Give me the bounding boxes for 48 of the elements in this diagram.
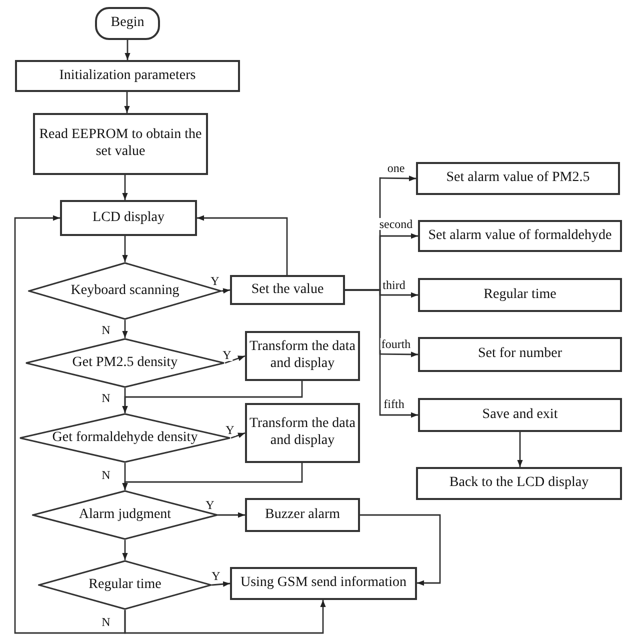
edge-label: Y: [210, 570, 222, 582]
edge-label: Y: [222, 349, 232, 361]
process-box: Set the value: [230, 275, 345, 305]
arrow: [122, 175, 128, 200]
process-box: Buzzer alarm: [245, 498, 360, 532]
arrow: [122, 540, 128, 560]
process-box: Set for number: [418, 337, 622, 372]
arrow: [197, 215, 288, 275]
process-box: Transform the data and display: [245, 403, 360, 463]
edge-label: fifth: [382, 398, 406, 410]
arrow: [122, 388, 128, 413]
edge-label: Y: [210, 275, 220, 287]
arrow: [124, 40, 130, 60]
start-terminal: Begin: [95, 7, 160, 40]
arrow: [517, 432, 523, 467]
process-box: Set alarm value of PM2.5: [416, 162, 620, 195]
process-box: Save and exit: [418, 398, 622, 432]
arrow: [14, 215, 126, 634]
edge-label: N: [100, 469, 112, 481]
arrow: [230, 432, 246, 439]
arrow: [360, 514, 441, 586]
arrow: [122, 236, 128, 262]
process-box: Transform the data and display: [245, 331, 360, 381]
process-box: Initialization parameters: [15, 60, 240, 92]
arrow: [122, 463, 128, 490]
arrow: [212, 581, 230, 587]
edge-label: fourth: [380, 338, 412, 350]
process-box: Back to the LCD display: [416, 467, 622, 500]
decision-diamond: Regular time: [38, 560, 212, 610]
process-box: Set alarm value of formaldehyde: [418, 220, 622, 252]
process-box: Regular time: [418, 278, 622, 312]
edge-label: second: [378, 218, 414, 230]
edge-label: N: [100, 392, 112, 404]
arrow: [345, 289, 418, 418]
process-box: Read EEPROM to obtain the set value: [33, 113, 208, 175]
edge-label: N: [100, 324, 112, 336]
edge-label: Y: [204, 499, 216, 511]
arrow: [222, 288, 230, 294]
edge-label: third: [382, 279, 406, 291]
process-box: LCD display: [60, 200, 197, 236]
process-box: Using GSM send information: [230, 567, 417, 600]
arrow: [122, 320, 128, 338]
edge-label: N: [100, 616, 112, 628]
edge-label: Y: [224, 424, 236, 436]
arrow: [124, 92, 130, 113]
arrow: [124, 600, 326, 634]
arrow: [224, 355, 246, 364]
arrow: [218, 512, 245, 518]
